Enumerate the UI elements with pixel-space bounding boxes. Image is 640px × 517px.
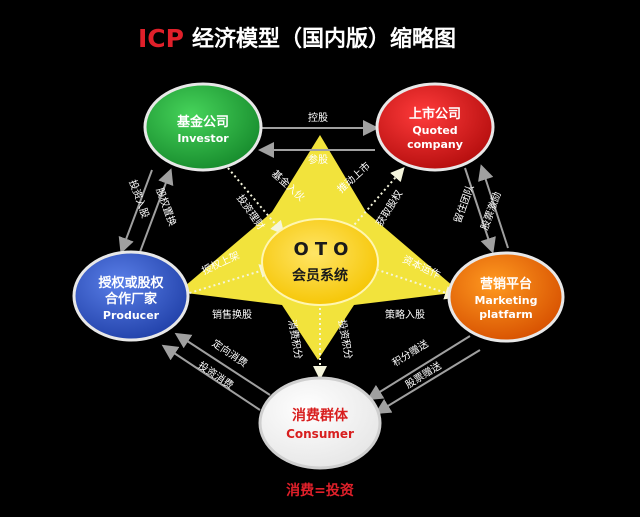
node-consumer: 消费群体 Consumer: [258, 376, 382, 470]
investor-cn: 基金公司: [176, 114, 229, 130]
node-marketing: 营销平台 Marketing platfarm: [447, 251, 565, 343]
label-ce-lue-ru-gu: 策略入股: [385, 308, 425, 321]
marketing-en2: platfarm: [479, 308, 532, 321]
arrow-investor-to-producer: [118, 169, 153, 254]
node-quoted-company: 上市公司 Quoted company: [375, 82, 495, 172]
oto-title: OTO: [294, 239, 355, 260]
label-tou-zi-ru-gu: 投资入股: [126, 178, 152, 220]
producer-en: Producer: [103, 309, 160, 322]
label-kong-gu: 控股: [308, 111, 328, 124]
consumer-cn: 消费群体: [292, 407, 349, 424]
dotted-center-to-quoted: [347, 166, 405, 233]
label-tou-zi-xiao-fei: 投资消费: [196, 359, 236, 392]
dotted-investor-to-center: [227, 167, 285, 236]
label-tou-zi-li-cai: 投资理财: [234, 192, 268, 232]
dotted-producer-to-center: [179, 264, 274, 297]
label-liu-zhu-tuan-dui: 留住团队: [451, 183, 477, 225]
producer-cn2: 合作厂家: [105, 291, 158, 307]
arrow-consumer-to-producer-2: [161, 344, 261, 411]
node-oto-center: OTO 会员系统: [261, 218, 379, 306]
arrow-consumer-to-producer: [174, 332, 271, 396]
quoted-en1: Quoted: [412, 124, 457, 137]
label-huo-qu-gu-quan: 获取股权: [373, 188, 405, 229]
quoted-cn: 上市公司: [409, 106, 461, 122]
quoted-en2: company: [407, 138, 463, 151]
label-can-gu: 参股: [308, 153, 328, 166]
title-prefix: ICP: [138, 24, 184, 53]
investor-en: Investor: [177, 132, 229, 145]
node-producer: 授权或股权 合作厂家 Producer: [72, 250, 190, 342]
producer-cn1: 授权或股权: [98, 275, 164, 291]
label-tou-zi-ji-fen: 投资积分: [336, 319, 356, 361]
arrow-producer-to-investor: [139, 168, 174, 253]
arrow-marketing-to-quoted: [478, 164, 509, 249]
marketing-cn: 营销平台: [480, 276, 532, 292]
node-investor: 基金公司 Investor: [143, 82, 263, 172]
arrow-marketing-to-consumer: [366, 335, 471, 401]
slogan: 消费=投资: [286, 482, 354, 499]
marketing-en1: Marketing: [474, 294, 537, 307]
consumer-en: Consumer: [286, 427, 354, 441]
oto-subtitle: 会员系统: [292, 267, 348, 284]
label-ding-xiang-xiao-fei: 定向消费: [210, 337, 250, 370]
label-xiao-shou-huan-gu: 销售换股: [212, 308, 252, 321]
arrow-marketing-to-consumer-2: [374, 349, 481, 415]
title-main: 经济模型（国内版）缩略图: [192, 26, 456, 52]
arrow-quoted-to-marketing: [464, 167, 496, 254]
